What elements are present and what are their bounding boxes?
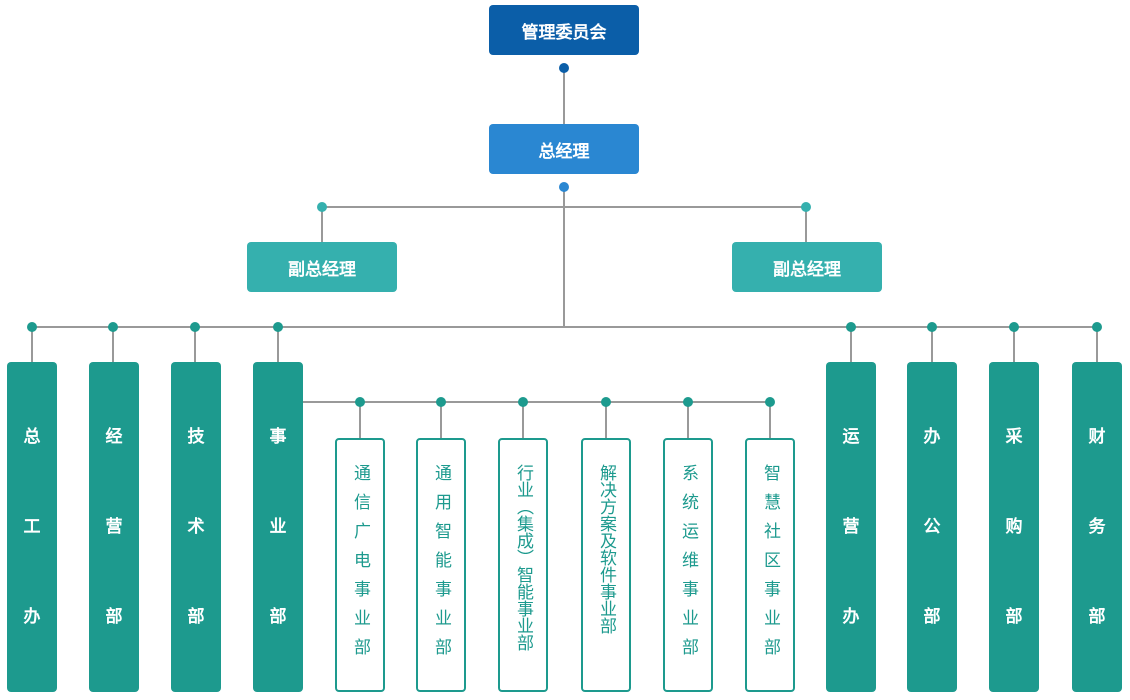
department-label-char: 部 xyxy=(269,607,287,627)
business-unit-system-maintenance: 系统运维事业部 xyxy=(663,438,713,692)
department-label-char: 术 xyxy=(187,517,205,537)
department-label-char: 办 xyxy=(23,607,41,627)
business-unit-general-intelligence: 通用智能事业部 xyxy=(416,438,466,692)
department-label-char: 办 xyxy=(842,607,860,627)
department-administration: 办公部 xyxy=(907,362,957,692)
department-label-char: 营 xyxy=(842,517,860,537)
department-label-char: 总 xyxy=(23,427,41,447)
deputy-manager-node-left: 副总经理 xyxy=(247,242,397,292)
department-label-char: 财 xyxy=(1088,427,1106,447)
department-label-char: 部 xyxy=(1005,607,1023,627)
department-procurement: 采购部 xyxy=(989,362,1039,692)
department-label-char: 营 xyxy=(105,517,123,537)
department-chief-engineer-office: 总工办 xyxy=(7,362,57,692)
department-label-char: 经 xyxy=(105,427,123,447)
department-label-char: 部 xyxy=(105,607,123,627)
department-label-char: 运 xyxy=(842,427,860,447)
department-finance: 财务部 xyxy=(1072,362,1122,692)
department-label-char: 公 xyxy=(923,517,941,537)
department-label-char: 业 xyxy=(269,517,287,537)
committee-node: 管理委员会 xyxy=(489,5,639,55)
business-unit-telecom-broadcast: 通信广电事业部 xyxy=(335,438,385,692)
department-label-char: 办 xyxy=(923,427,941,447)
department-label-char: 务 xyxy=(1088,517,1106,537)
department-label-char: 部 xyxy=(923,607,941,627)
business-unit-smart-community: 智慧社区事业部 xyxy=(745,438,795,692)
department-label-char: 部 xyxy=(1088,607,1106,627)
department-label-char: 技 xyxy=(187,427,205,447)
general-manager-node: 总经理 xyxy=(489,124,639,174)
department-label-char: 部 xyxy=(187,607,205,627)
department-label-char: 购 xyxy=(1005,517,1023,537)
department-label-char: 事 xyxy=(269,427,287,447)
department-business-division: 事业部 xyxy=(253,362,303,692)
business-unit-industry-integration: 行业（集成）智能事业部 xyxy=(498,438,548,692)
department-operations: 经营部 xyxy=(89,362,139,692)
department-label-char: 工 xyxy=(23,517,41,537)
business-unit-solutions-software: 解决方案及软件事业部 xyxy=(581,438,631,692)
department-technology: 技术部 xyxy=(171,362,221,692)
department-label-char: 采 xyxy=(1005,427,1023,447)
deputy-manager-node-right: 副总经理 xyxy=(732,242,882,292)
department-operation-office: 运营办 xyxy=(826,362,876,692)
